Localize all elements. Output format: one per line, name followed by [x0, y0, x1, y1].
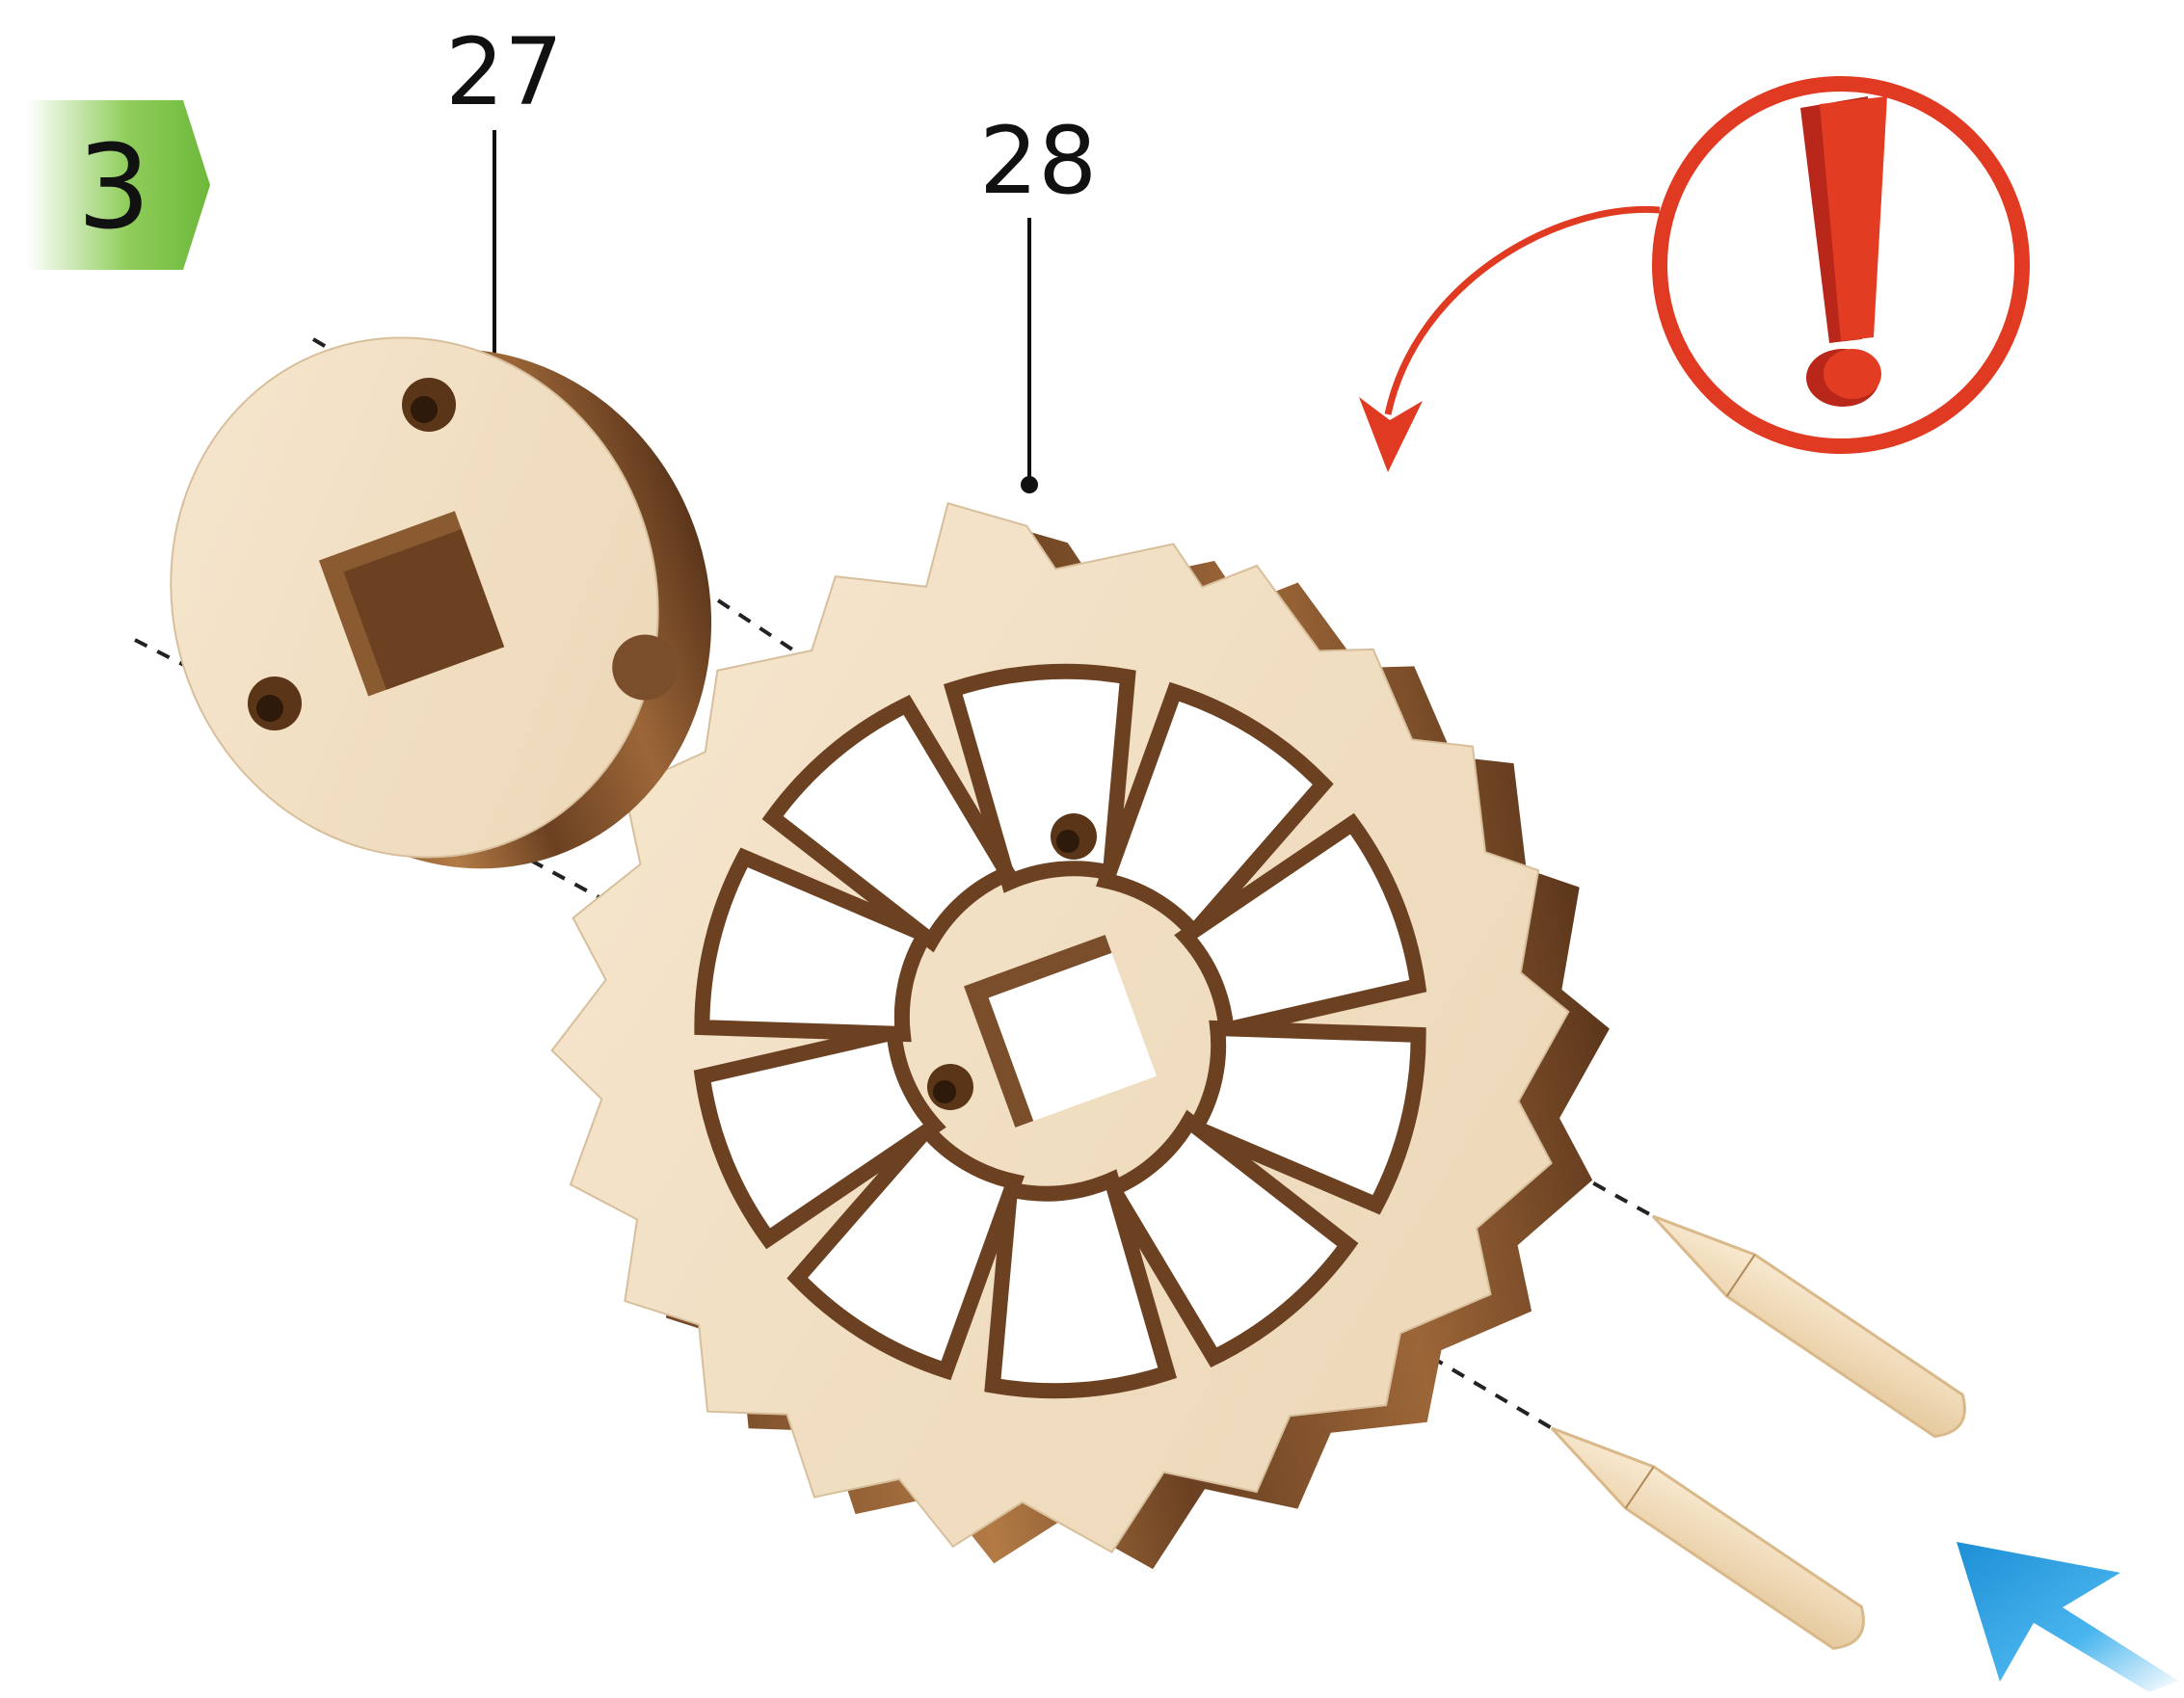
part-number-28: 28	[979, 107, 1097, 215]
pin	[1537, 1407, 1873, 1656]
warning-pointer-arrow	[1388, 209, 1660, 414]
leader-dot-28	[1021, 476, 1038, 493]
part-label-28: 28	[979, 107, 1097, 493]
warning	[1359, 84, 2022, 472]
part-number-27: 27	[445, 18, 563, 126]
pins	[1537, 1195, 1974, 1656]
pin	[1638, 1195, 1974, 1444]
step-number: 3	[77, 121, 150, 255]
arrow-icon	[1957, 1542, 2178, 1692]
step-badge: 3	[27, 100, 210, 270]
